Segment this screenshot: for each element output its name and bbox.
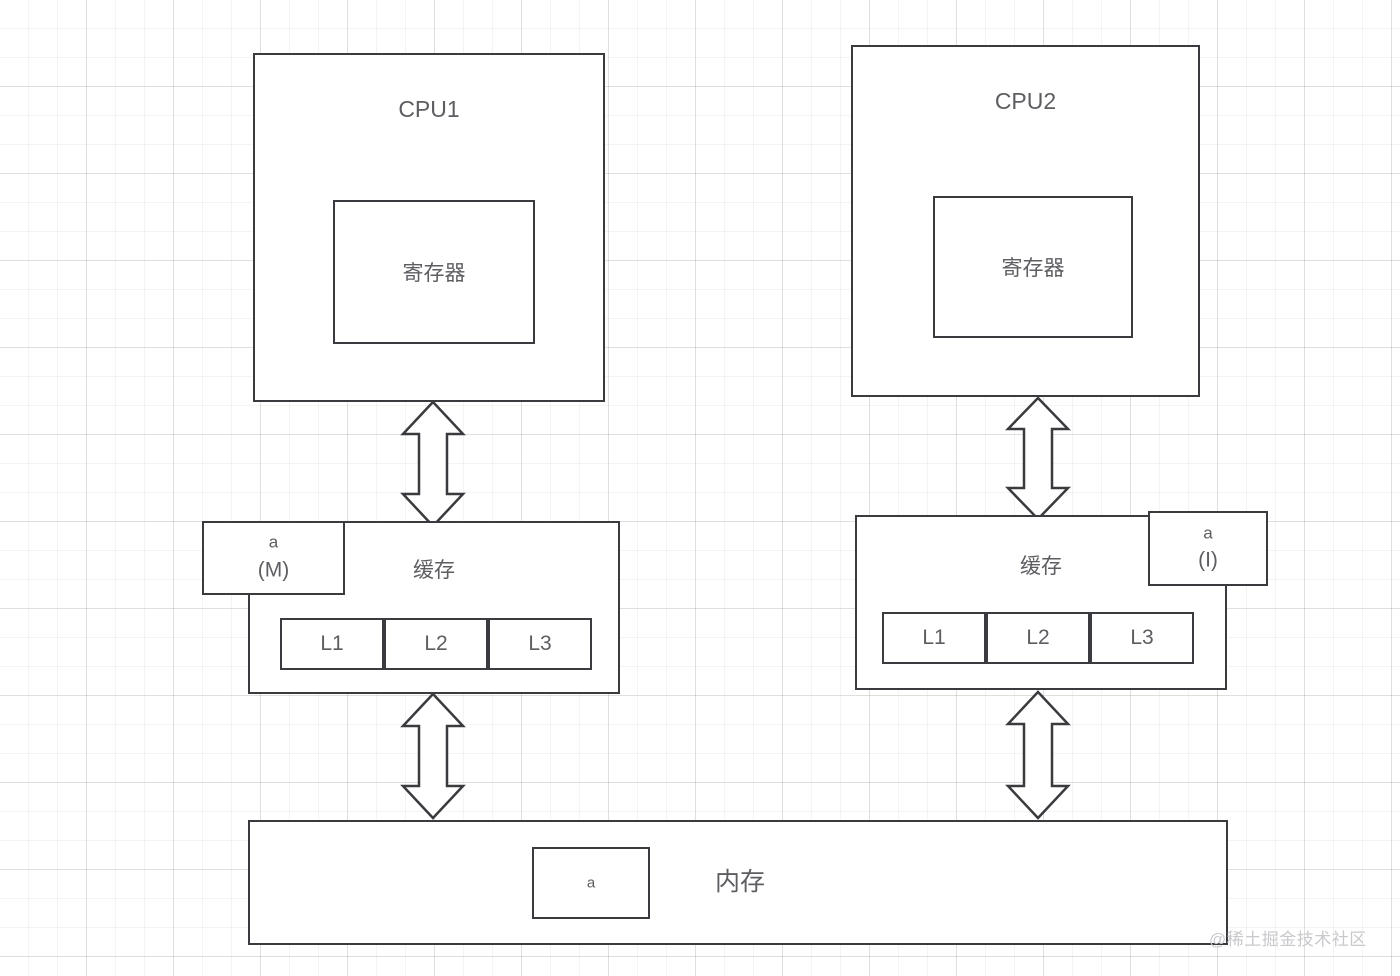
cpu2-cache-l1: L1 [882,612,986,664]
cpu2-register-box: 寄存器 [933,196,1133,338]
watermark: @稀土掘金技术社区 [1209,930,1367,949]
memory-box: 内存 [248,820,1228,945]
cpu1-register-label: 寄存器 [402,262,466,285]
cpu2-cacheline-box: a (I) [1148,511,1268,586]
cpu2-cache-l3: L3 [1090,612,1194,664]
cpu2-cacheline-text: a (I) [1150,521,1266,576]
cpu1-register-box: 寄存器 [333,200,535,344]
cpu1-memory-arrow [399,692,467,820]
cpu1-cache-l3: L3 [488,618,592,670]
cpu1-l2-label: L2 [424,632,448,655]
cpu1-l3-label: L3 [528,632,552,655]
cpu2-cacheline-name: a [1203,522,1213,542]
cpu2-memory-arrow [1004,690,1072,820]
cpu2-l3-label: L3 [1130,626,1154,649]
cpu2-cacheline-state: (I) [1198,548,1218,572]
cpu2-l2-label: L2 [1026,626,1050,649]
cpu2-cache-arrow [1004,396,1072,521]
cpu2-title: CPU2 [994,88,1057,114]
cpu1-cache-label: 缓存 [413,559,455,582]
cpu1-cacheline-text: a (M) [204,530,343,585]
cpu1-cache-l2: L2 [384,618,488,670]
memory-variable-box: a [532,847,650,919]
cpu2-cache-l2: L2 [986,612,1090,664]
cpu1-cacheline-name: a [268,532,279,552]
cpu1-title: CPU1 [398,96,460,122]
cpu2-l1-label: L1 [922,626,946,649]
cpu2-register-label: 寄存器 [1001,257,1065,280]
cpu1-cache-arrow [399,400,467,528]
cpu1-l1-label: L1 [320,632,344,655]
cpu1-cacheline-box: a (M) [202,521,345,595]
memory-variable-label: a [586,874,596,892]
cpu1-cacheline-state: (M) [257,558,290,582]
cpu1-cache-l1: L1 [280,618,384,670]
memory-label: 内存 [714,868,765,896]
cpu2-cache-label: 缓存 [1020,555,1062,578]
